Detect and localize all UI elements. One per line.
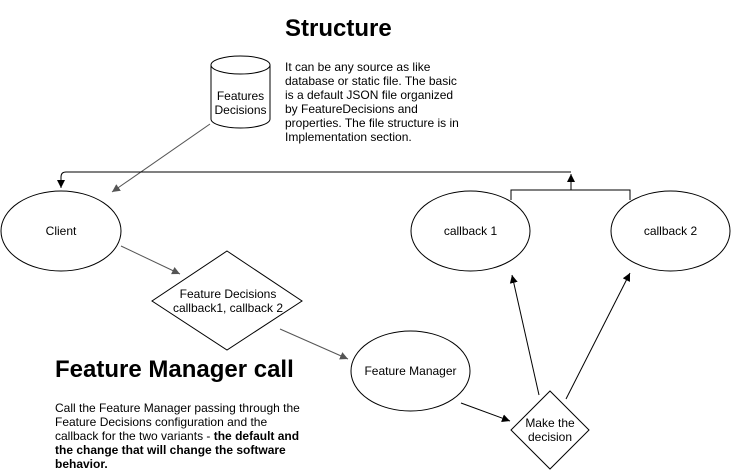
feature-decisions-label-line1: Feature Decisions bbox=[180, 287, 277, 301]
callback-1-label: callback 1 bbox=[444, 224, 498, 238]
database-label-line1: Features bbox=[217, 89, 264, 103]
connector-client-to-feature-decisions[interactable] bbox=[120, 245, 181, 275]
feature-manager-call-description-plain: Call the Feature Manager passing through… bbox=[55, 401, 300, 443]
features-decisions-database[interactable]: Features Decisions bbox=[210, 55, 271, 129]
structure-description: It can be any source as like database or… bbox=[285, 60, 459, 144]
feature-manager-call-description: Call the Feature Manager passing through… bbox=[55, 401, 307, 471]
database-label-line2: Decisions bbox=[214, 103, 266, 117]
connector-decision-to-callback-1[interactable] bbox=[509, 274, 540, 396]
connector-callbacks-bracket[interactable] bbox=[510, 189, 631, 200]
callback-2-label: callback 2 bbox=[644, 224, 698, 238]
structure-title: Structure bbox=[285, 15, 392, 42]
make-decision-label-line1: Make the bbox=[525, 416, 575, 430]
feature-decisions-diamond[interactable]: Feature Decisions callback1, callback 2 bbox=[151, 250, 303, 351]
client-node[interactable]: Client bbox=[0, 190, 122, 272]
make-decision-label-line2: decision bbox=[528, 430, 572, 444]
connector-callbacks-to-client[interactable] bbox=[57, 171, 571, 188]
connector-database-to-client[interactable] bbox=[111, 123, 211, 193]
client-label: Client bbox=[46, 224, 77, 238]
connector-manager-to-decision[interactable] bbox=[460, 402, 511, 422]
feature-decisions-label-line2: callback1, callback 2 bbox=[173, 301, 283, 315]
feature-manager-call-title: Feature Manager call bbox=[55, 356, 294, 383]
feature-manager-node[interactable]: Feature Manager bbox=[350, 330, 471, 412]
make-decision-diamond[interactable]: Make the decision bbox=[510, 390, 590, 470]
callback-2-node[interactable]: callback 2 bbox=[610, 190, 731, 272]
feature-manager-label: Feature Manager bbox=[364, 364, 456, 378]
connector-feature-decisions-to-manager[interactable] bbox=[279, 328, 349, 360]
callback-1-node[interactable]: callback 1 bbox=[410, 190, 531, 272]
feature-manager-call-description-bold: the default and the change that will cha… bbox=[55, 429, 300, 471]
connector-decision-to-callback-2[interactable] bbox=[565, 272, 631, 400]
